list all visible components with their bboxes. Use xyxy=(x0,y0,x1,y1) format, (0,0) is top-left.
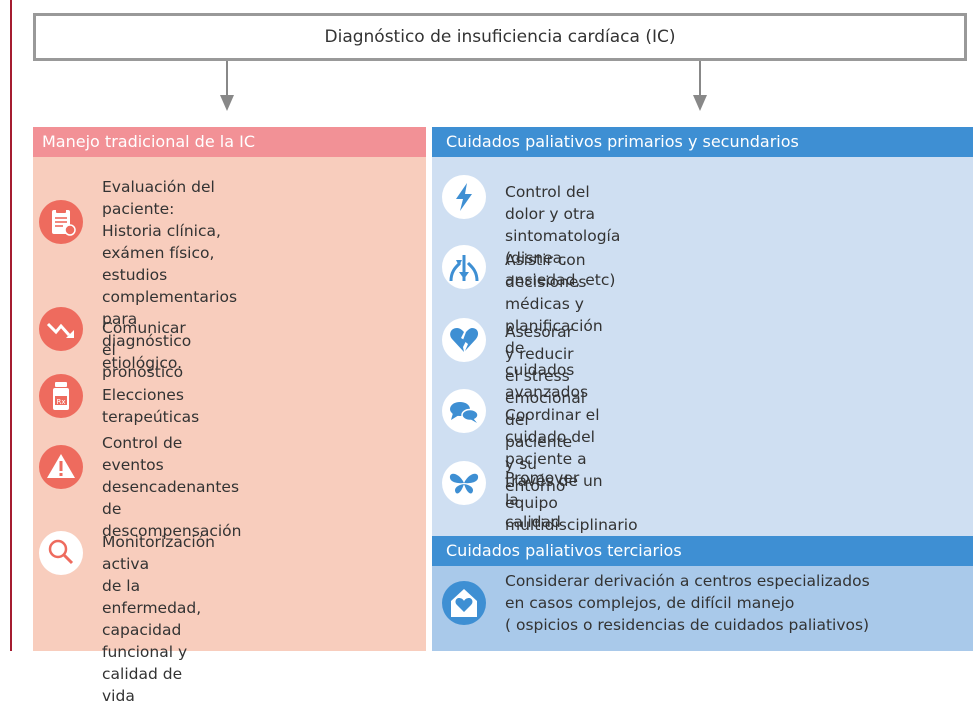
diagnosis-box: Diagnóstico de insuficiencia cardíaca (I… xyxy=(33,13,967,61)
tertiary-item-text: Considerar derivación a centros especial… xyxy=(505,572,870,634)
lightning-icon xyxy=(442,175,486,219)
arrow-to-left-panel-icon xyxy=(220,61,234,111)
left-item-therapeutic-text: Elecciones terapeúticas xyxy=(102,386,200,426)
left-item-events-text: Control de eventos desencadenantes de de… xyxy=(102,434,242,540)
diagnosis-label: Diagnóstico de insuficiencia cardíaca (I… xyxy=(324,27,676,47)
palliative-primary-secondary-title: Cuidados paliativos primarios y secundar… xyxy=(432,127,973,157)
tertiary-band: Considerar derivación a centros especial… xyxy=(432,566,973,651)
left-item-monitoring-text: Monitorización activa de la enfermedad, … xyxy=(102,533,215,705)
margin-line xyxy=(10,0,12,651)
chat-bubbles-icon xyxy=(442,389,486,433)
broken-heart-icon xyxy=(442,318,486,362)
split-arrows-icon xyxy=(442,245,486,289)
arrow-to-right-panel-icon xyxy=(693,61,707,111)
palliative-care-panel: Cuidados paliativos primarios y secundar… xyxy=(432,127,973,651)
svg-text:Rx: Rx xyxy=(56,398,65,406)
medicine-bottle-icon: Rx xyxy=(39,374,83,418)
left-item-evaluation-text: Evaluación del paciente: Historia clínic… xyxy=(102,178,238,372)
trend-down-icon xyxy=(39,307,83,351)
palliative-tertiary-title: Cuidados paliativos terciarios xyxy=(432,536,973,566)
traditional-management-panel: Manejo tradicional de la IC Evaluación d… xyxy=(33,127,426,705)
left-item-prognosis-text: Comunicar el pronóstico xyxy=(102,319,186,381)
traditional-management-title: Manejo tradicional de la IC xyxy=(33,127,426,157)
right-item-emotional-text: Asesorar y reducir el stress emocional d… xyxy=(505,323,586,495)
butterfly-icon xyxy=(442,461,486,505)
right-item-decisions-text: Asistir con decisiones médicas y planifi… xyxy=(505,251,603,401)
magnifier-icon xyxy=(39,531,83,575)
warning-icon xyxy=(39,445,83,489)
right-item-pain-text: Control del dolor y otra sintomatología … xyxy=(505,183,621,289)
clipboard-icon xyxy=(39,200,83,244)
house-heart-icon xyxy=(442,581,486,625)
